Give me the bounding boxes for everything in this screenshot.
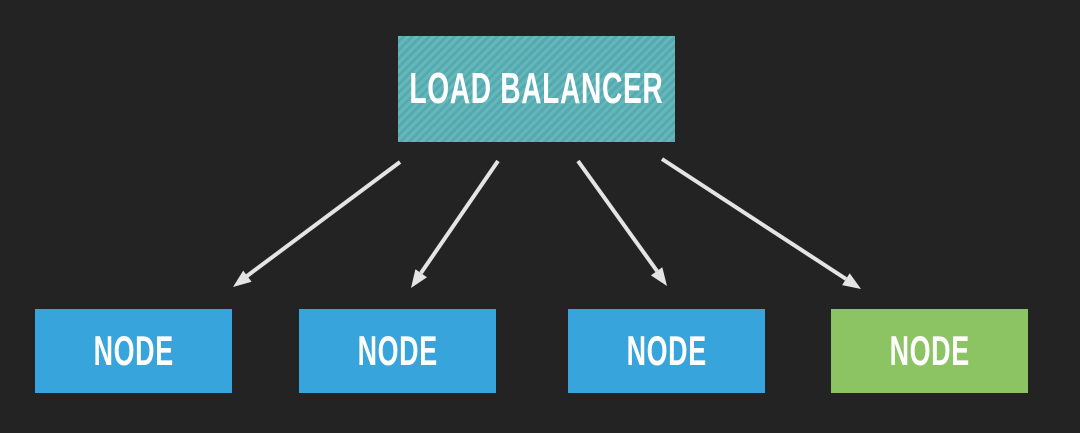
- node-box-1: NODE: [35, 309, 232, 393]
- arrow-load-balancer-to-node-3: [576, 159, 667, 286]
- load-balancer-box: LOAD BALANCER: [398, 36, 675, 142]
- node-box-4: NODE: [831, 309, 1028, 393]
- arrow-load-balancer-to-node-1: [233, 160, 402, 287]
- node-3-label: NODE: [626, 327, 707, 374]
- node-2-label: NODE: [357, 327, 438, 374]
- node-box-2: NODE: [299, 309, 496, 393]
- load-balancer-label: LOAD BALANCER: [409, 64, 664, 113]
- node-1-label: NODE: [93, 327, 174, 374]
- node-box-3: NODE: [568, 309, 765, 393]
- arrow-load-balancer-to-node-4: [660, 157, 861, 289]
- node-4-label: NODE: [889, 327, 970, 374]
- arrow-load-balancer-to-node-2: [411, 159, 500, 288]
